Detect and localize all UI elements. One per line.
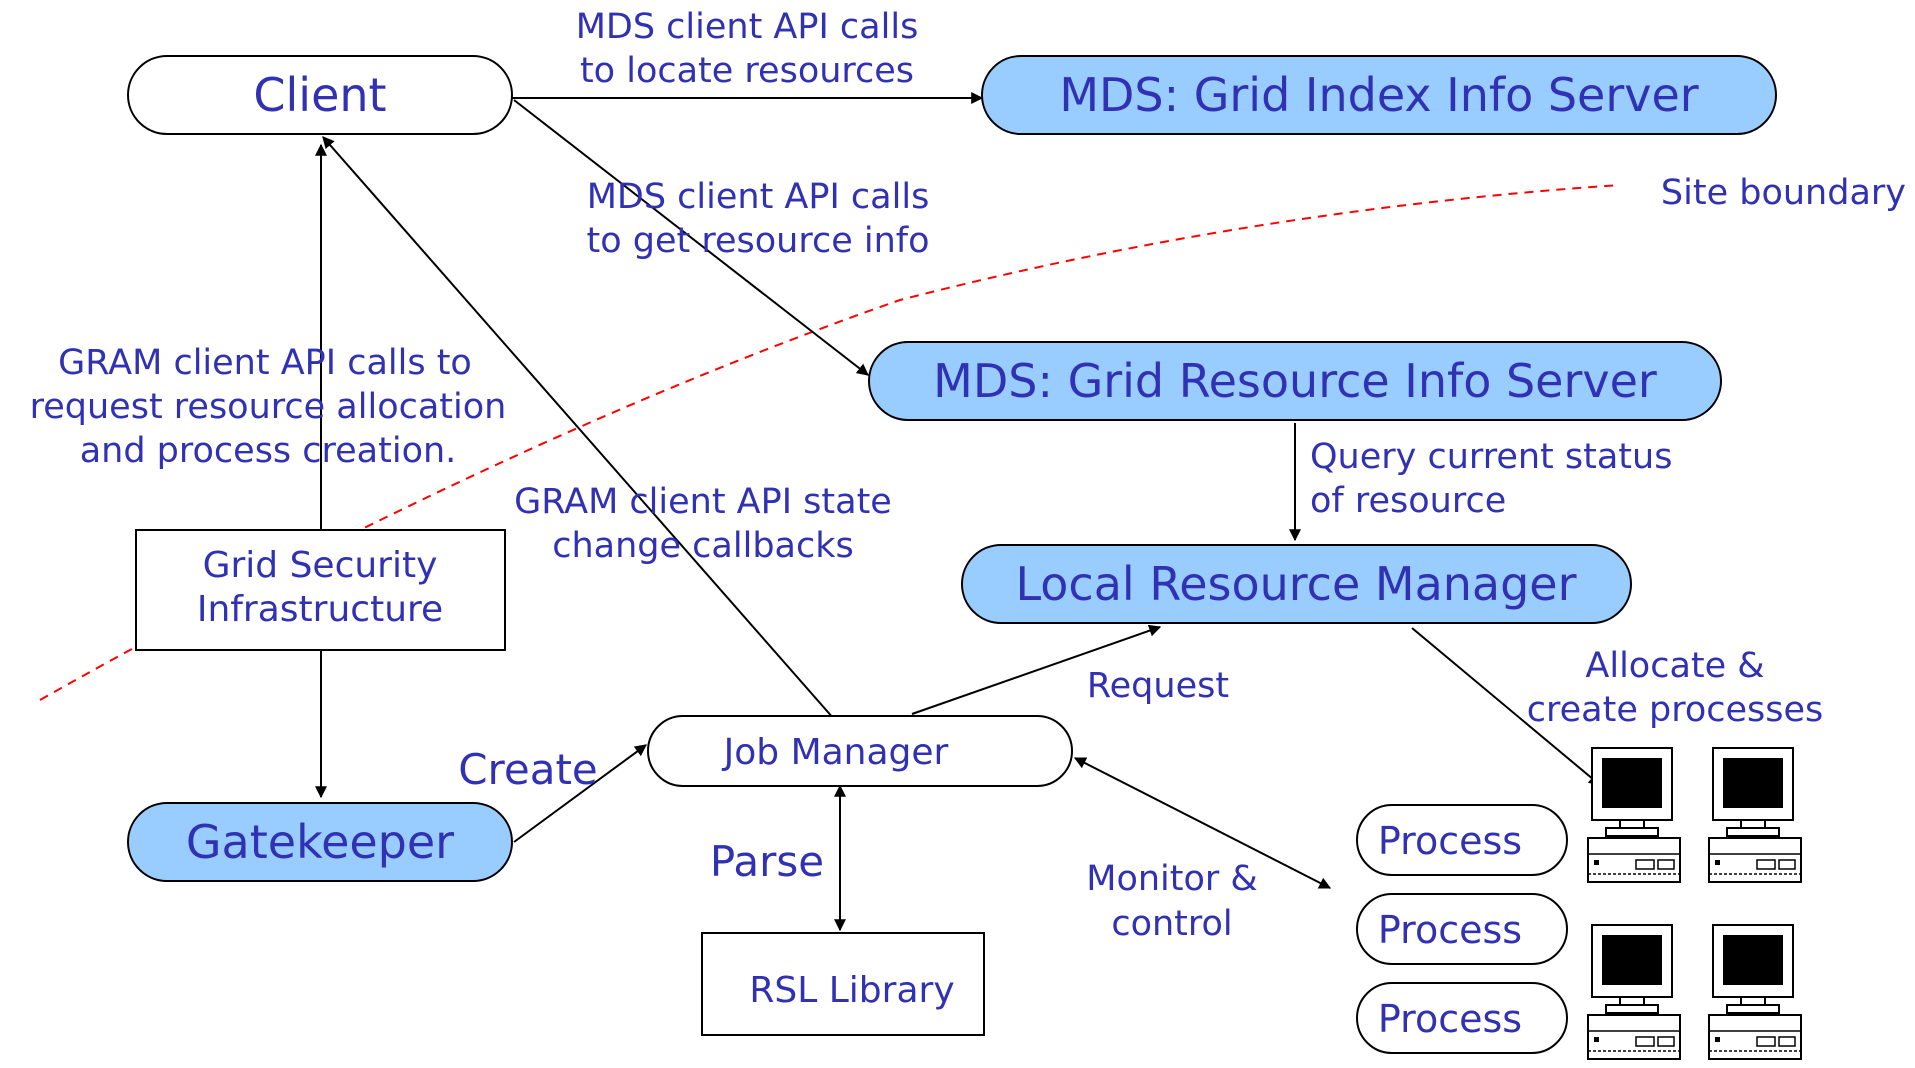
arrow-gatekeeper-to-jobmanager xyxy=(513,744,647,843)
gsi-label-line2: Infrastructure xyxy=(197,589,443,630)
computer-icon xyxy=(1708,747,1802,883)
rsl-library-label: RSL Library xyxy=(749,970,954,1011)
arrow-client-to-mds-resource xyxy=(513,99,869,376)
node-local-resource-manager: Local Resource Manager xyxy=(961,544,1632,624)
computer-icon xyxy=(1587,924,1681,1060)
node-mds-index: MDS: Grid Index Info Server xyxy=(981,55,1777,135)
node-rsl-library: RSL Library xyxy=(701,932,985,1036)
label-mds-locate-line1: MDS client API calls xyxy=(576,7,919,47)
arrow-jobmanager-processes xyxy=(1073,757,1332,889)
label-mds-info-line1: MDS client API calls xyxy=(587,177,930,217)
arrow-jobmanager-to-client xyxy=(322,136,835,720)
site-boundary-line xyxy=(39,184,1621,701)
label-mds-locate-line2: to locate resources xyxy=(580,51,914,91)
node-client: Client xyxy=(127,55,513,135)
label-query-line1: Query current status xyxy=(1310,437,1672,477)
arrow-lrm-to-computers xyxy=(1411,627,1601,786)
label-monitor-line2: control xyxy=(1111,904,1232,944)
node-mds-resource: MDS: Grid Resource Info Server xyxy=(868,341,1722,421)
computer-group xyxy=(1587,747,1802,1060)
mds-index-label: MDS: Grid Index Info Server xyxy=(1059,68,1698,122)
computer-icon xyxy=(1587,747,1681,883)
node-gatekeeper: Gatekeeper xyxy=(127,802,513,882)
label-site-boundary: Site boundary xyxy=(1661,173,1906,213)
label-query-line2: of resource xyxy=(1310,481,1506,521)
label-allocate-line1: Allocate & xyxy=(1585,646,1764,686)
node-process-1: Process xyxy=(1356,804,1568,876)
label-gram-request-line3: and process creation. xyxy=(80,431,457,471)
label-create: Create xyxy=(458,745,598,794)
process-1-label: Process xyxy=(1378,819,1522,863)
label-monitor-line1: Monitor & xyxy=(1086,859,1257,899)
label-allocate-line2: create processes xyxy=(1527,690,1824,730)
local-resource-manager-label: Local Resource Manager xyxy=(1015,557,1576,611)
mds-resource-label: MDS: Grid Resource Info Server xyxy=(933,354,1657,408)
client-label: Client xyxy=(253,68,386,122)
label-gram-request-line1: GRAM client API calls to xyxy=(58,343,472,383)
node-job-manager: Job Manager xyxy=(647,715,1073,787)
process-2-label: Process xyxy=(1378,908,1522,952)
gsi-label-line1: Grid Security xyxy=(203,545,438,586)
label-request: Request xyxy=(1087,666,1229,706)
node-grid-security-infrastructure: Grid Security Infrastructure xyxy=(135,529,506,651)
label-parse: Parse xyxy=(710,837,824,886)
arrow-jobmanager-to-lrm xyxy=(911,624,1162,715)
process-3-label: Process xyxy=(1378,997,1522,1041)
label-mds-info-line2: to get resource info xyxy=(586,221,929,261)
label-gram-request-line2: request resource allocation xyxy=(30,387,507,427)
label-gram-state-line2: change callbacks xyxy=(552,526,853,566)
node-process-2: Process xyxy=(1356,893,1568,965)
node-process-3: Process xyxy=(1356,982,1568,1054)
label-gram-state-line1: GRAM client API state xyxy=(514,482,892,522)
computer-icon xyxy=(1708,924,1802,1060)
job-manager-label: Job Manager xyxy=(722,732,949,773)
gatekeeper-label: Gatekeeper xyxy=(186,815,454,869)
